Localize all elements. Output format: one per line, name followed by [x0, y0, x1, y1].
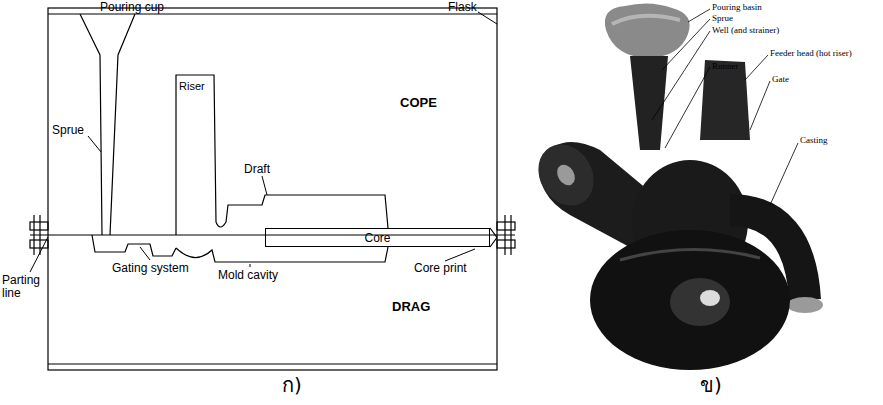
- part-label: COPE: [400, 96, 437, 110]
- part-label: Feeder head (hot riser): [770, 49, 852, 59]
- part-label: Sprue: [52, 124, 84, 137]
- figure-label: ข): [700, 374, 722, 396]
- leader-lines: [30, 12, 497, 272]
- part-label: DRAG: [392, 300, 430, 314]
- part-label: Flask: [448, 1, 477, 14]
- figure-label: ก): [282, 374, 302, 396]
- part-label: Sprue: [712, 14, 733, 24]
- part-label: Pouring cup: [100, 1, 164, 14]
- part-label: Casting: [800, 136, 828, 146]
- part-label: Gate: [772, 75, 789, 85]
- part-label: Pouring basin: [712, 3, 762, 13]
- mold-drawing: [30, 8, 515, 370]
- part-label: Well (and strainer): [712, 26, 779, 36]
- core-label: Core: [364, 231, 390, 245]
- core-box: Core: [265, 228, 490, 247]
- leader-lines: [652, 9, 798, 205]
- part-label: Mold cavity: [218, 269, 278, 282]
- part-label: Draft: [244, 163, 270, 176]
- part-label: Riser: [179, 80, 205, 92]
- core-print: [490, 228, 497, 247]
- part-label: Core print: [414, 262, 467, 275]
- casting-photo: [527, 3, 823, 370]
- part-label: Parting line: [2, 274, 46, 300]
- part-label: Runner: [712, 62, 739, 72]
- part-label: Gating system: [112, 262, 189, 275]
